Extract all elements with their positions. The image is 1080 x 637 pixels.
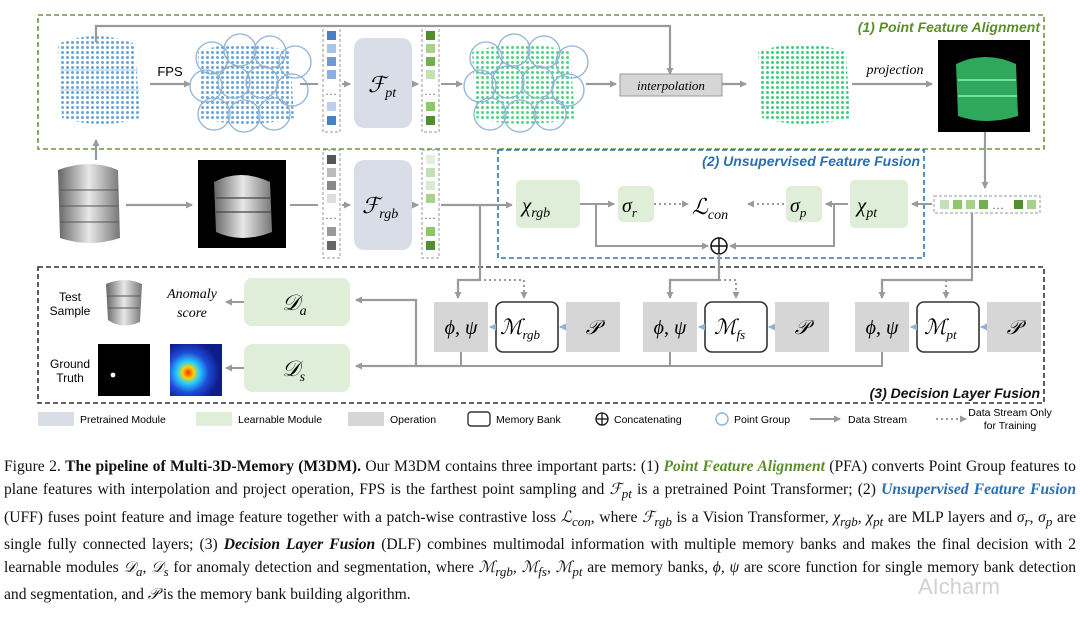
svg-text:…: … [424,84,436,98]
bank-build-rgb-box [566,302,620,352]
point-transformer-box [354,38,412,128]
caption-dlf: Decision Layer Fusion [223,535,376,553]
svg-text:…: … [424,208,436,222]
legend-point-group-icon [715,412,729,426]
test-sample-label-1: Test [59,290,82,304]
memory-bank-pt-label: ℳpt [924,315,957,342]
uff-section-title: (2) Unsupervised Feature Fusion [702,153,920,169]
fc-r-label: σr [622,195,638,220]
point-transformer-label: ℱpt [368,72,397,101]
interpolation-label: interpolation [637,78,705,93]
legend: Pretrained Module Learnable Module Opera… [38,407,1052,432]
fc-p-label: σp [790,195,807,220]
image-token-column: … [322,149,341,259]
test-sample-label-2: Sample [50,304,91,318]
bank-build-fs-box [775,302,829,352]
vision-transformer-label: ℱrgb [362,193,398,222]
memory-bank-pt [916,301,980,353]
dlf-section-border [37,266,1045,404]
input-point-cloud [58,36,140,124]
pfa-section-title: (1) Point Feature Alignment [858,19,1042,35]
mlp-rgb-label: χrgb [520,193,550,221]
caption-uff: Unsupervised Feature Fusion [881,481,1077,499]
legend-learnable-label: Learnable Module [238,414,322,426]
anomaly-score-label-1: Anomaly [166,287,218,302]
projected-feature-image [938,40,1030,132]
ground-truth-mask [98,344,150,396]
detection-module-box [244,278,350,326]
pfa-section-border [37,14,1045,150]
score-fn-rgb-box [434,302,488,352]
fc-r-box [618,186,654,222]
ground-truth-label-2: Truth [56,371,84,385]
score-fn-pt-box [855,302,909,352]
ground-truth-label-1: Ground [50,357,90,371]
segmentation-module-label: 𝒟s [282,356,306,385]
detection-module-label: 𝒟a [282,290,307,319]
svg-text:…: … [325,208,337,222]
legend-pretrained-label: Pretrained Module [80,414,166,426]
caption-fig-number: Figure 2. [4,458,61,475]
legend-data-stream-label: Data Stream [848,414,907,426]
point-feature-row: … [933,195,1041,214]
memory-bank-fs [704,301,768,353]
image-feature-column: … [421,149,440,259]
legend-training-stream-label-2: for Training [984,420,1037,432]
legend-memory-bank-label: Memory Bank [496,414,562,426]
skip-line-top [94,24,674,75]
memory-bank-rgb [495,301,559,353]
watermark: AIcharm [918,574,1000,599]
score-fn-pt-label: ϕ, ψ [866,317,899,339]
fps-label: FPS [157,64,183,79]
anomaly-score-label-2: score [177,306,207,321]
point-group-cloud-green [463,33,589,133]
rgb-image [198,160,286,248]
caption-title: The pipeline of Multi-3D-Memory (M3DM). [65,458,361,475]
bank-build-pt-box [987,302,1041,352]
dlf-section-title: (3) Decision Layer Fusion [870,385,1040,401]
mlp-pt-box [850,180,908,228]
figure-caption: Figure 2. The pipeline of Multi-3D-Memor… [4,458,1077,604]
test-sample-object [106,280,142,326]
point-group-cloud-blue [189,33,312,133]
interpolated-point-cloud [758,44,850,124]
score-fn-fs-box [643,302,697,352]
legend-operation-swatch [348,412,384,426]
vision-transformer-box [354,160,412,250]
mlp-rgb-box [516,180,580,228]
legend-concat-label: Concatenating [614,414,682,426]
fc-p-box [786,186,822,222]
contrastive-loss-label: ℒcon [692,194,728,223]
legend-learnable-swatch [196,412,232,426]
pipeline-diagram: (1) Point Feature Alignment (2) Unsuperv… [37,14,1052,432]
score-fn-rgb-label: ϕ, ψ [445,317,478,339]
projection-label: projection [865,63,923,78]
svg-text:…: … [325,84,337,98]
legend-point-group-label: Point Group [734,414,790,426]
legend-training-stream-label-1: Data Stream Only [968,407,1052,419]
memory-bank-rgb-label: ℳrgb [500,315,541,342]
segmentation-module-box [244,344,350,392]
score-fn-fs-label: ϕ, ψ [654,317,687,339]
legend-pretrained-swatch [38,412,74,426]
point-token-column: … [322,25,341,133]
svg-text:…: … [992,198,1004,212]
memory-bank-fs-label: ℳfs [714,315,745,342]
mlp-pt-label: χpt [855,193,878,221]
point-feature-column: … [421,25,440,133]
legend-memory-bank-swatch [467,411,491,427]
input-3d-object [58,164,120,243]
legend-operation-label: Operation [390,414,436,426]
caption-pfa: Point Feature Alignment [663,458,825,475]
segmentation-heatmap [170,344,222,396]
